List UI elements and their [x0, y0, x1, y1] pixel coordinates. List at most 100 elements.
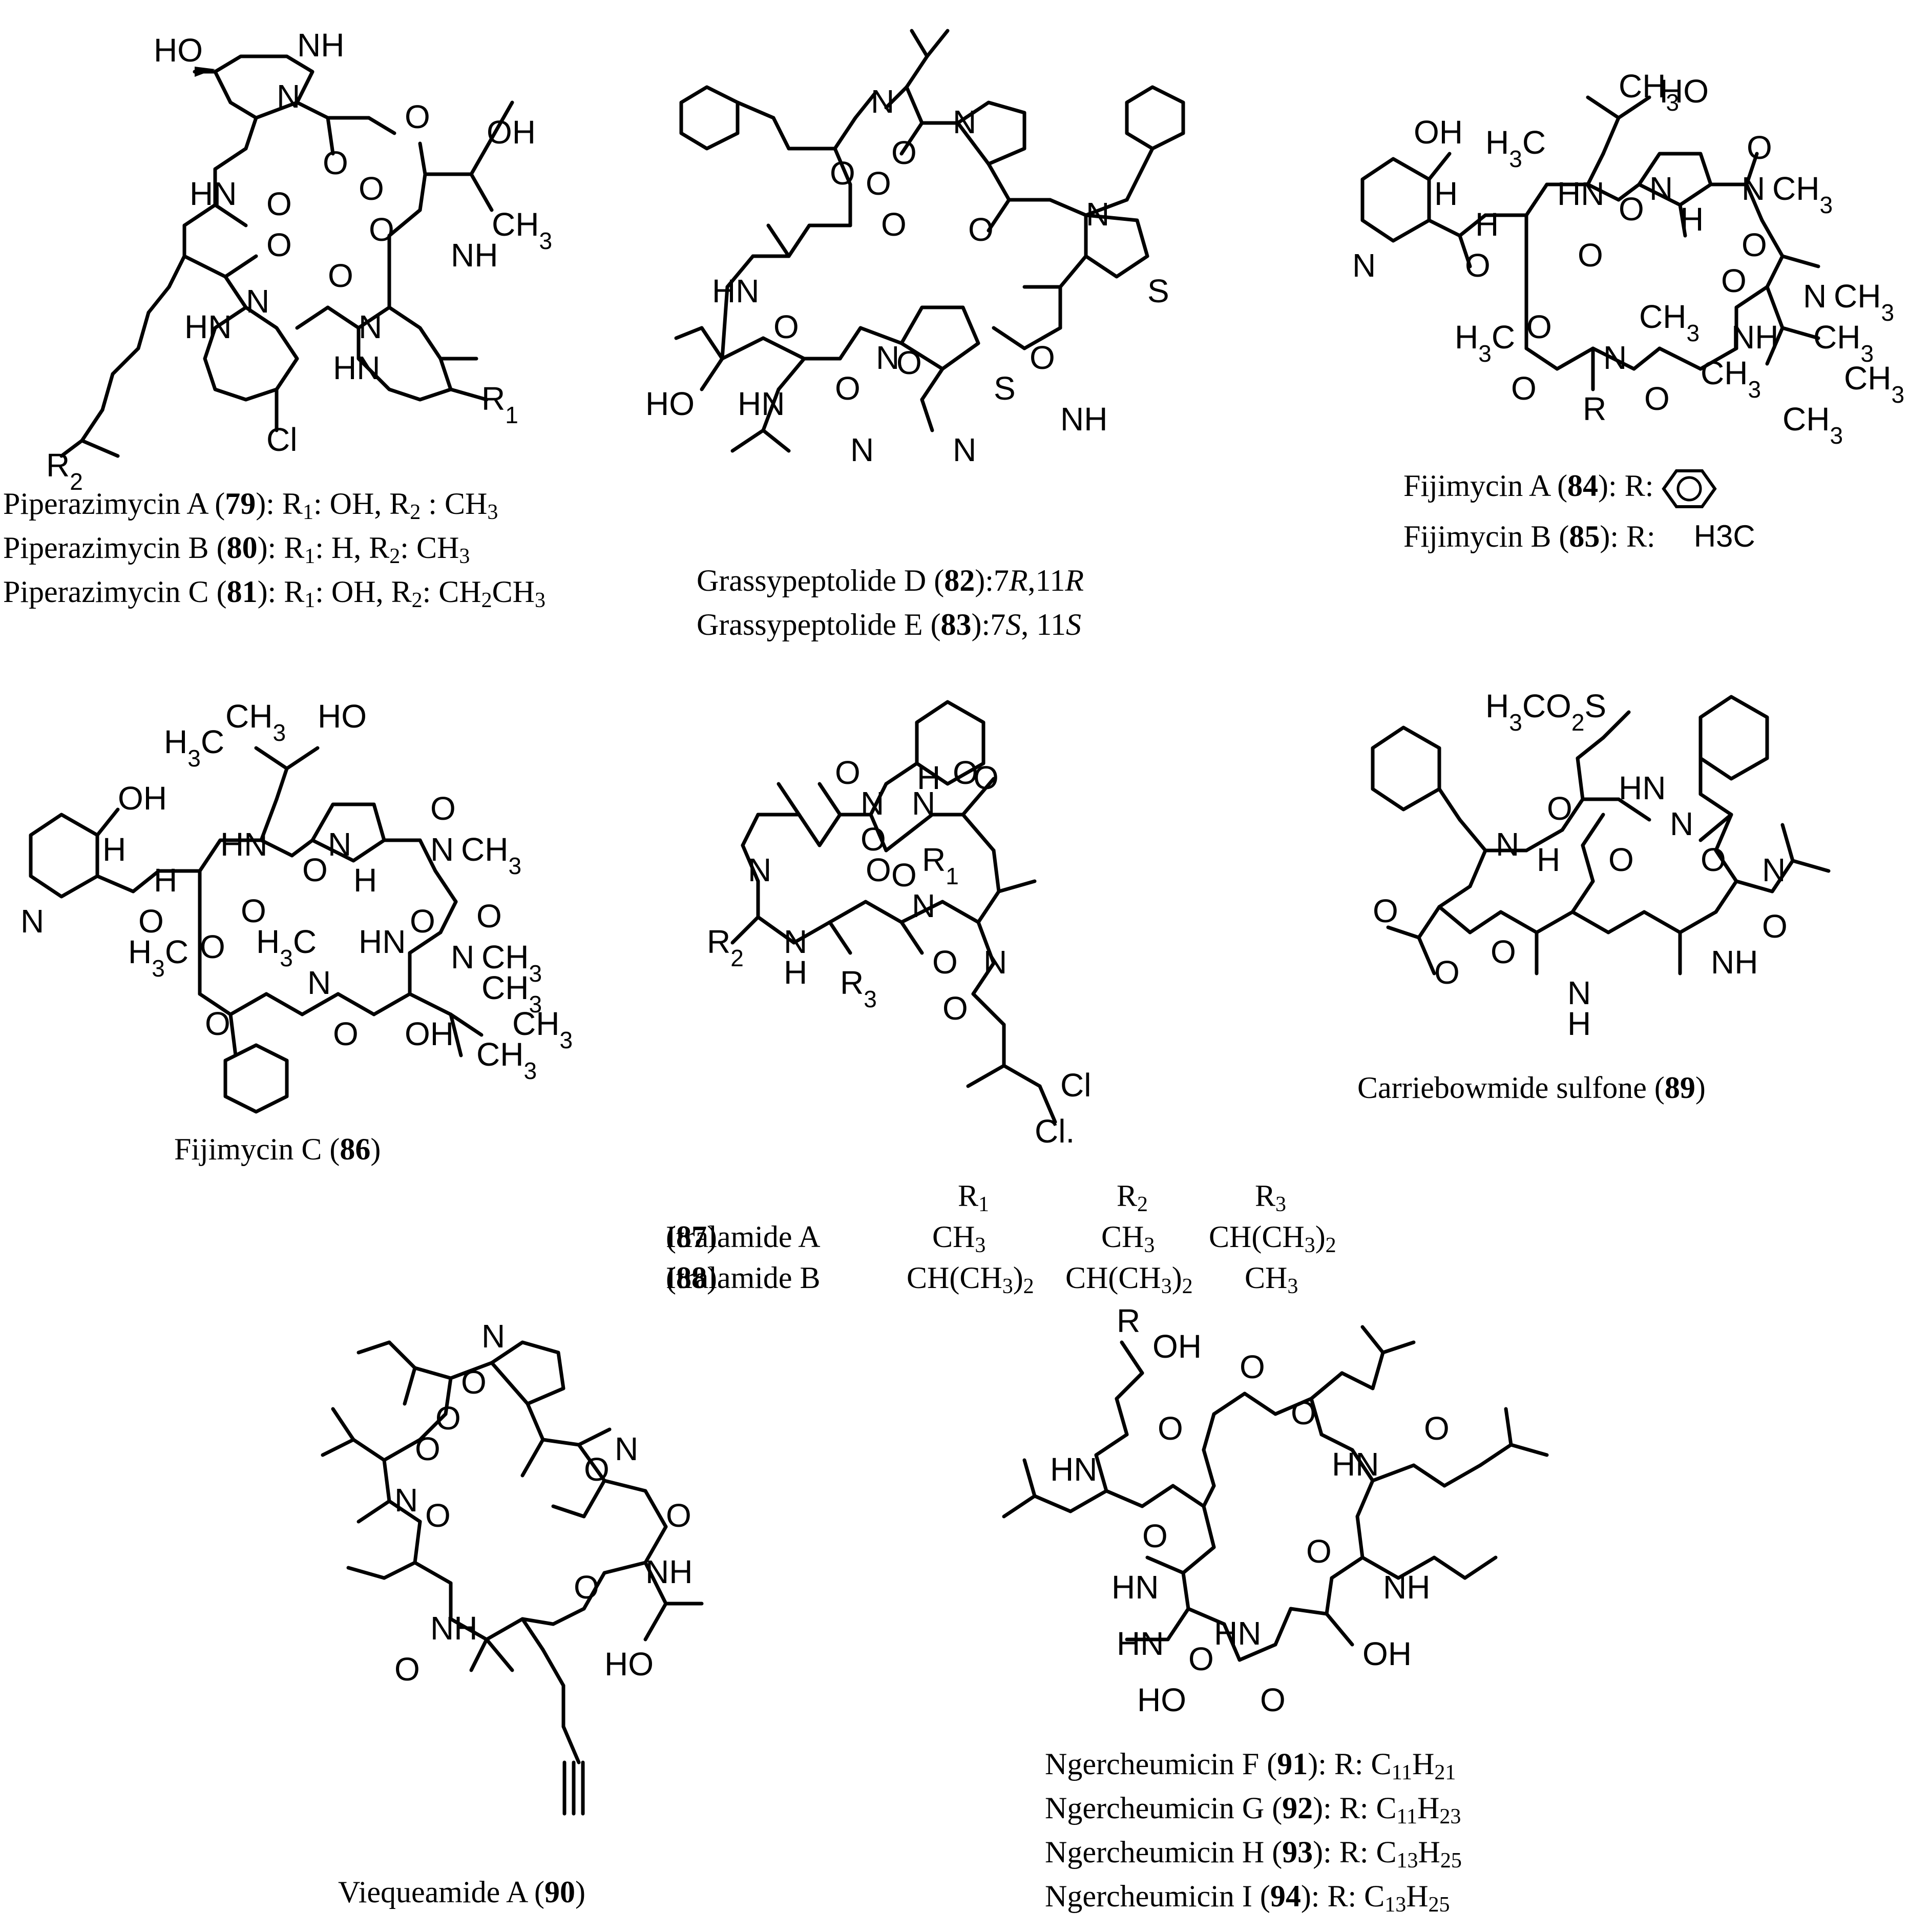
atom-label: HN — [184, 308, 232, 345]
caption-detail: : R1: H, R2: CH3 — [267, 531, 470, 568]
table-cell: CH3 — [932, 1220, 986, 1257]
atom-label: HN — [1111, 1569, 1159, 1606]
atom-label: R2 — [707, 923, 744, 971]
atom-label: O — [435, 1400, 461, 1437]
atom-label: N — [1742, 170, 1765, 207]
atom-label: O — [205, 1005, 230, 1042]
atom-label: O — [1721, 262, 1747, 299]
atom-label: O — [1619, 191, 1644, 227]
atom-label: O — [835, 370, 861, 407]
atom-label: O — [333, 1015, 359, 1052]
atom-label: H — [102, 831, 126, 868]
atom-label: N — [615, 1430, 638, 1467]
atom-label: O — [861, 821, 886, 858]
atom-label: N — [1352, 247, 1376, 284]
caption-detail: : R1: OH, R2 : CH3 — [266, 487, 498, 524]
caption-detail: : R: C11H23 — [1323, 1791, 1461, 1829]
atom-label: N — [953, 431, 976, 468]
structure-carriebowmide: H3CO2S HN O N O N H O N O O O O NH N H — [1371, 688, 1831, 1042]
atom-label: H — [1434, 175, 1458, 212]
atom-label: N — [861, 785, 884, 822]
atom-label: O — [241, 892, 266, 929]
structure-itralamide: O N O O N H O O N R1 R2 N H O N R3 O N O… — [707, 700, 1091, 1150]
caption-detail: :7R,11R — [985, 564, 1084, 597]
atom-label: HN — [1332, 1446, 1379, 1483]
atom-label: HO — [604, 1646, 654, 1682]
atom-label: N — [953, 103, 976, 140]
table-cell: CH(CH3)2 — [1209, 1220, 1336, 1257]
atom-label: HN — [1619, 770, 1666, 806]
structure-piperazimycin: HO NH N OH O O O HN O CH3 O NH O N O N H… — [46, 27, 552, 495]
atom-label: HO — [645, 385, 695, 422]
atom-label: O — [461, 1364, 487, 1401]
atom-label: O — [200, 928, 225, 965]
atom-label: H3C — [164, 723, 224, 772]
atom-label: N — [359, 308, 382, 345]
atom-label: O — [896, 344, 922, 381]
atom-label: O — [1158, 1410, 1183, 1447]
atom-label: CH3 — [1701, 355, 1761, 403]
atom-label: CH3 — [461, 831, 521, 879]
column-header: R2 — [1117, 1179, 1148, 1216]
atom-label: H — [917, 759, 940, 796]
atom-label: H3CO2S — [1485, 688, 1606, 736]
caption-viequeamide: Viequeamide A (90) — [338, 1875, 585, 1909]
atom-label: CH3 — [1772, 170, 1833, 218]
atom-label: NH — [1060, 401, 1107, 438]
atom-label: O — [1578, 237, 1603, 274]
atom-label: O — [415, 1430, 440, 1467]
atom-label: NH — [430, 1610, 477, 1647]
atom-label: N — [394, 1482, 418, 1519]
atom-label: O — [830, 155, 855, 192]
atom-label: N — [983, 944, 1007, 981]
structure-ngercheumicin: R OH O HN O O O HN O HN O NH HN O HN OH … — [1002, 1302, 1549, 1718]
panel-piperazimycin: HO NH N OH O O O HN O CH3 O NH O N O N H… — [0, 0, 635, 640]
atom-label: N — [748, 851, 771, 888]
atom-label: CH3 — [512, 1005, 573, 1053]
atom-label: O — [430, 790, 456, 827]
atom-label: H — [784, 954, 807, 991]
atom-label: N — [1567, 974, 1591, 1011]
atom-label: CH3 — [1782, 401, 1843, 449]
atom-label: N — [328, 826, 351, 863]
atom-label: O — [1511, 370, 1537, 407]
atom-label: O — [410, 903, 435, 940]
ethyl-substituent: H3C — [1693, 519, 1755, 554]
atom-label: O — [1608, 841, 1634, 878]
atom-label: NH — [1383, 1569, 1430, 1606]
atom-label: NH — [1731, 319, 1778, 356]
atom-label: OH — [487, 114, 536, 151]
caption-line: Ngercheumicin H (93): R: C13H25 — [1045, 1835, 1462, 1873]
panel-grassypeptolide: N N O O O O N O HN O N S HO HN O N O S N… — [635, 0, 1301, 666]
table-cell: CH3 — [1101, 1220, 1155, 1257]
atom-label: N — [451, 939, 474, 975]
atom-label: O — [835, 754, 861, 791]
structure-fijimycin-ab: CH3 H3C HO OH HN N O N CH3 N O H O H O H… — [1352, 68, 1904, 449]
caption-line: Grassypeptolide E (83):7S, 11S — [697, 608, 1081, 641]
atom-label: R2 — [46, 447, 83, 495]
atom-label: N — [876, 339, 899, 376]
atom-label: N — [1670, 805, 1693, 842]
atom-label: O — [328, 257, 353, 294]
atom-label: H — [154, 862, 177, 899]
atom-label: O — [1142, 1518, 1168, 1554]
atom-label: O — [891, 857, 917, 894]
atom-label: S — [994, 370, 1016, 407]
atom-label: NH — [297, 27, 344, 64]
atom-label: O — [1644, 380, 1670, 417]
atom-label: CH3 — [481, 939, 542, 987]
atom-label: N — [784, 923, 807, 960]
caption-line: Piperazimycin C (81): R1: OH, R2: CH2CH3 — [3, 575, 546, 612]
caption-fijimycin-c: Fijimycin C (86) — [174, 1132, 381, 1166]
atom-label: O — [666, 1497, 691, 1534]
atom-label: HO — [1137, 1681, 1186, 1718]
panel-itralamide: O N O O N H O O N R1 R2 N H O N R3 O N O… — [645, 666, 1362, 1306]
atom-label: N — [912, 785, 935, 822]
atom-label: N — [871, 83, 894, 120]
atom-label: HN — [1214, 1615, 1261, 1652]
atom-label: CH3 — [476, 1036, 537, 1084]
atom-label: O — [266, 185, 292, 222]
caption-line: Ngercheumicin G (92): R: C11H23 — [1045, 1791, 1461, 1829]
atom-label: O — [953, 754, 978, 791]
atom-label: O — [881, 206, 907, 243]
